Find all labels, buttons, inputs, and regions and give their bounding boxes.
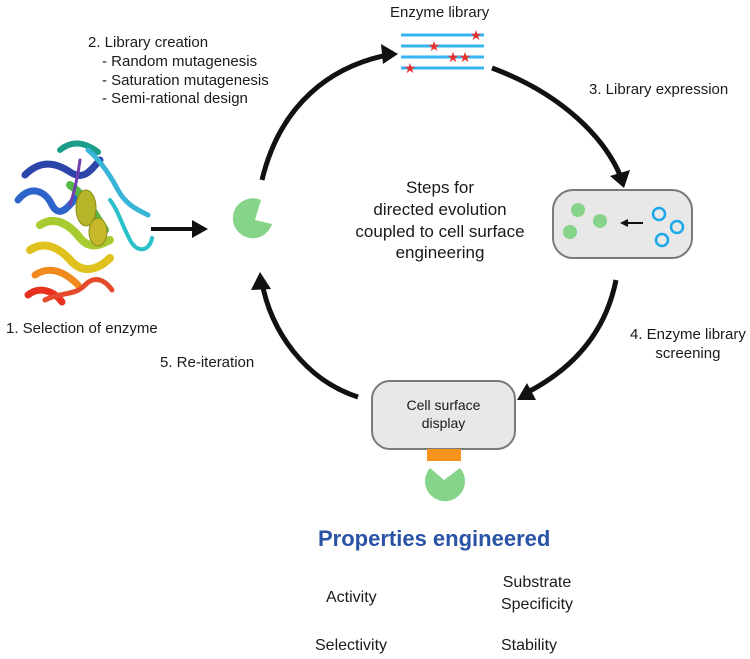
substrate-ring-icon	[669, 219, 685, 235]
property-substrate-specificity: Substrate Specificity	[500, 574, 574, 613]
arrow-expression-to-screening	[526, 279, 619, 395]
arrow-library-to-expression	[491, 65, 623, 176]
step2-item: - Random mutagenesis	[102, 52, 258, 70]
mutation-star-icon: ★	[404, 60, 417, 76]
step1-label: 1. Selection of enzyme	[6, 320, 158, 337]
expression-cell	[552, 189, 693, 259]
product-dot-icon	[563, 225, 577, 239]
arrowhead-expression	[610, 170, 630, 188]
arrow-display-to-reiteration	[259, 281, 359, 400]
protein-ribbon-icon	[14, 140, 154, 306]
property-activity: Activity	[326, 589, 377, 606]
arrowhead-selection	[192, 220, 208, 238]
property-selectivity: Selectivity	[315, 637, 388, 654]
step2-block: 2. Library creation - Random mutagenesis…	[88, 34, 269, 109]
step5-label: 5. Re-iteration	[160, 354, 255, 371]
property-stability: Stability	[501, 637, 558, 654]
step3-label: 3. Library expression	[589, 81, 729, 98]
step2-item: - Saturation mutagenesis	[102, 71, 269, 89]
enzyme-pacman-icon	[232, 198, 272, 239]
displayed-enzyme-icon	[424, 468, 465, 502]
library-title: Enzyme library	[390, 4, 490, 21]
center-caption: Steps for directed evolution coupled to …	[355, 178, 525, 263]
product-dot-icon	[593, 214, 607, 228]
step2-item: - Semi-rational design	[102, 90, 248, 108]
product-dot-icon	[571, 203, 585, 217]
anchor-protein	[427, 449, 461, 461]
mutation-star-icon: ★	[447, 49, 460, 65]
substrate-ring-icon	[654, 232, 670, 248]
enzyme-library-graphic: ★ ★ ★ ★ ★	[401, 27, 484, 76]
mutation-star-icon: ★	[470, 27, 483, 43]
mutation-star-icon: ★	[428, 38, 441, 54]
step2-title: 2. Library creation	[88, 34, 209, 51]
arrowhead-reiteration	[251, 272, 271, 290]
cell-surface-display	[371, 380, 516, 502]
properties-heading: Properties engineered	[318, 526, 551, 551]
arrow-creation-to-library	[259, 51, 394, 181]
arrowhead-screening	[517, 383, 536, 400]
cell-surface-display-label: Cell surface display	[406, 397, 481, 432]
substrate-ring-icon	[651, 206, 667, 222]
step4-label: 4. Enzyme library screening	[630, 326, 746, 362]
arrowhead-library	[381, 44, 398, 64]
mutation-star-icon: ★	[459, 49, 472, 65]
